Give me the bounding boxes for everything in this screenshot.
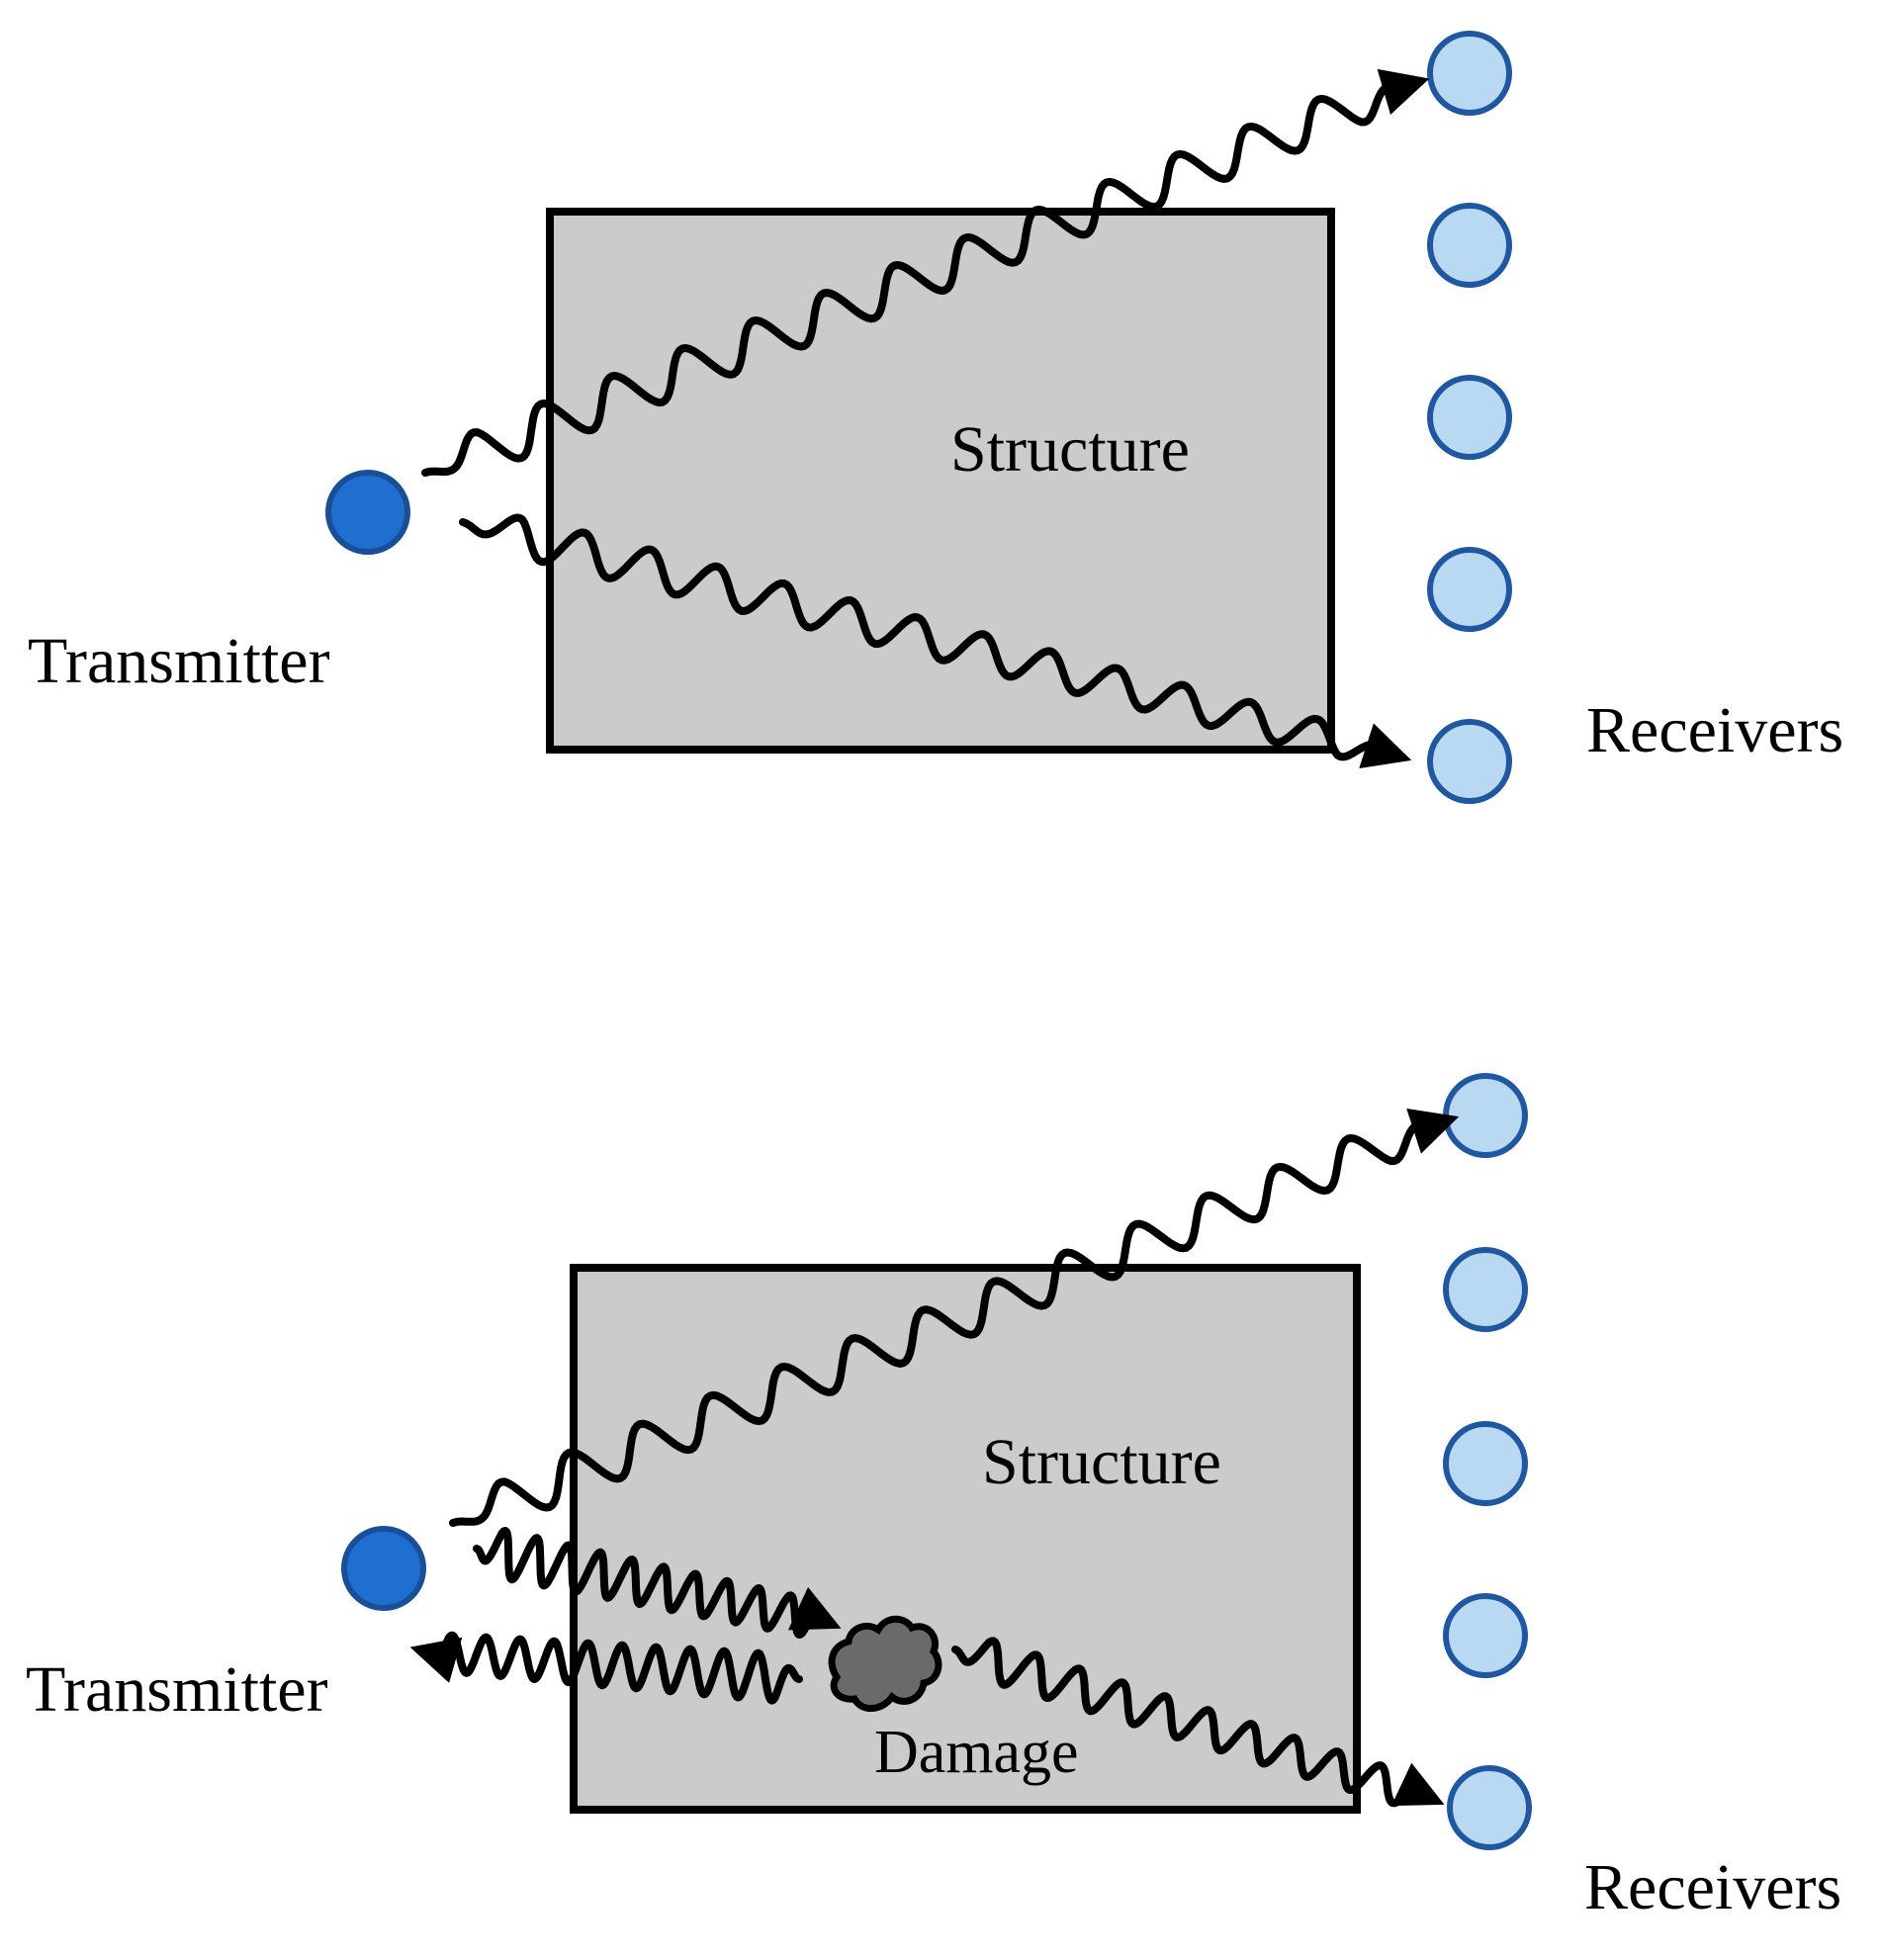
receiver-node [1443, 1593, 1528, 1678]
damage-label: Damage [874, 1719, 1079, 1786]
wave-path-direct-upper [421, 68, 1430, 477]
receiver-node [1443, 1421, 1528, 1506]
receiver-node [1427, 31, 1512, 116]
transmitter-label: Transmitter [26, 1653, 328, 1726]
receivers-label: Receivers [1586, 694, 1843, 766]
wave-path-transmitted-past-damage [951, 1637, 1445, 1808]
receivers-label: Receivers [1584, 1851, 1841, 1923]
receiver-array [1427, 31, 1512, 804]
receiver-node [1443, 1247, 1528, 1332]
panel-damaged: Structure Transmitter Receivers Damage [26, 1073, 1841, 1923]
panel-healthy: Structure Transmitter Receivers [28, 31, 1843, 804]
receiver-array [1443, 1073, 1532, 1850]
transmitter-node [341, 1526, 426, 1611]
receiver-node [1427, 375, 1512, 460]
transmitter-node [325, 470, 410, 555]
receiver-node [1427, 547, 1512, 632]
structure-label: Structure [950, 413, 1190, 486]
wave-path-direct-upper [449, 1108, 1460, 1527]
wave-path-incident-to-damage [473, 1527, 842, 1639]
receiver-node [1427, 719, 1512, 804]
transmitter-label: Transmitter [28, 625, 330, 697]
wave-path-reflected-to-transmitter [409, 1631, 803, 1705]
damage-blob [828, 1615, 942, 1712]
wave-path-direct-lower [459, 513, 1412, 769]
structure-rect [570, 1264, 1361, 1814]
structure-label: Structure [982, 1426, 1221, 1498]
receiver-node [1427, 203, 1512, 288]
receiver-node [1447, 1765, 1532, 1850]
receiver-node [1443, 1073, 1528, 1158]
